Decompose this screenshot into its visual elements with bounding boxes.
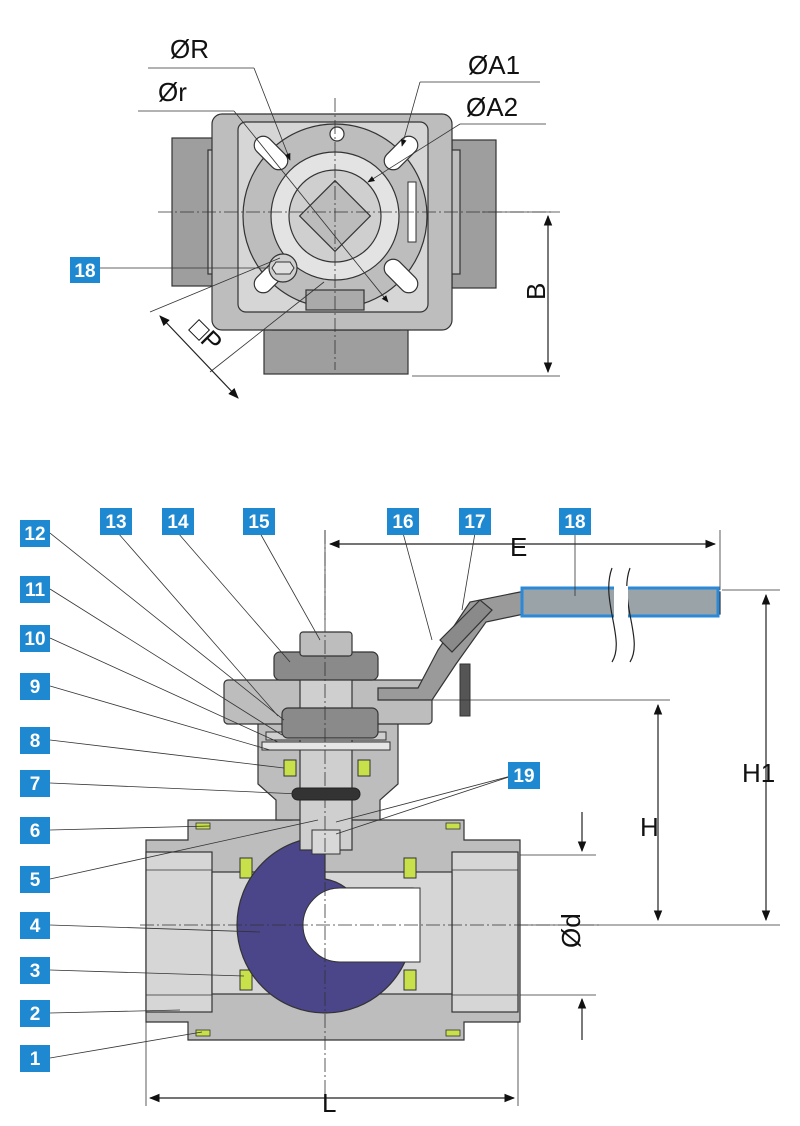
svg-text:5: 5	[30, 870, 41, 891]
callout-8: 8	[20, 727, 50, 754]
mount-slot	[383, 258, 419, 294]
svg-text:9: 9	[30, 677, 41, 698]
gland-nut	[281, 707, 379, 739]
callout-10: 10	[20, 625, 50, 652]
svg-text:10: 10	[24, 629, 45, 650]
callout-13: 13	[100, 508, 132, 535]
label-H: H	[640, 812, 659, 842]
seat-left	[239, 857, 253, 879]
callout-1: 1	[20, 1045, 50, 1072]
callout-19: 19	[508, 762, 540, 789]
svg-text:11: 11	[25, 580, 46, 601]
svg-text:15: 15	[248, 512, 270, 533]
right-end-cap	[451, 851, 519, 1013]
callout-3: 3	[20, 957, 50, 984]
label-phi-d: Ød	[556, 913, 586, 948]
svg-text:16: 16	[392, 512, 413, 533]
label-H1: H1	[742, 758, 775, 788]
svg-text:19: 19	[513, 766, 534, 787]
seat-right	[403, 969, 417, 991]
label-phi-R: ØR	[170, 34, 209, 64]
section-view: E H H1 Ød L 12 11 10 9 8 7 6 5	[20, 508, 780, 1118]
callout-7: 7	[20, 770, 50, 797]
callout-18: 18	[559, 508, 591, 535]
svg-text:8: 8	[30, 731, 41, 752]
callout-17: 17	[459, 508, 491, 535]
callout-14: 14	[162, 508, 194, 535]
left-end-cap	[145, 851, 213, 1013]
stem	[299, 659, 353, 851]
callout-5: 5	[20, 866, 50, 893]
svg-text:18: 18	[564, 512, 585, 533]
label-phi-A2: ØA2	[466, 92, 518, 122]
seat-right	[403, 857, 417, 879]
callout-11: 11	[20, 576, 50, 603]
svg-text:7: 7	[30, 774, 41, 795]
top-bottom-port	[263, 321, 409, 375]
callout-9: 9	[20, 673, 50, 700]
label-L: L	[322, 1088, 336, 1118]
callout-4: 4	[20, 912, 50, 939]
svg-text:14: 14	[167, 512, 189, 533]
seat-left	[239, 969, 253, 991]
callout-2: 2	[20, 1000, 50, 1027]
callout-16: 16	[387, 508, 419, 535]
label-phi-A1: ØA1	[468, 50, 520, 80]
label-E: E	[510, 532, 527, 562]
svg-text:13: 13	[105, 512, 126, 533]
svg-text:17: 17	[464, 512, 485, 533]
callout-12: 12	[20, 520, 50, 547]
callout-6: 6	[20, 817, 50, 844]
svg-text:2: 2	[30, 1004, 41, 1025]
svg-text:6: 6	[30, 821, 41, 842]
label-phi-r: Ør	[158, 77, 187, 107]
svg-text:12: 12	[24, 524, 45, 545]
mount-slot	[383, 135, 419, 171]
svg-text:18: 18	[74, 261, 95, 282]
label-B: B	[521, 283, 551, 300]
callout-15: 15	[243, 508, 275, 535]
svg-text:1: 1	[30, 1049, 41, 1070]
svg-text:3: 3	[30, 961, 41, 982]
callout-18-top: 18	[70, 257, 100, 283]
svg-text:4: 4	[30, 916, 41, 937]
top-view: ØR Ør ØA1 ØA2 B □P 18	[70, 34, 560, 399]
